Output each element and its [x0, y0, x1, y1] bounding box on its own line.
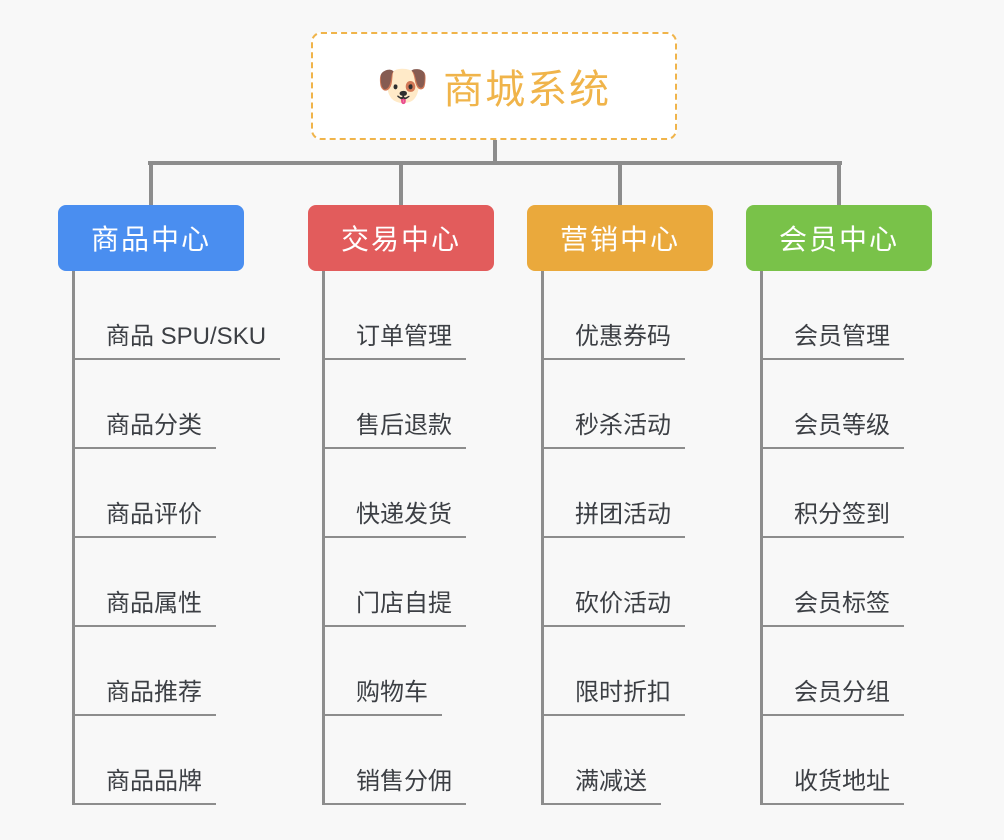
list-item-label: 商品属性 — [74, 592, 216, 627]
category-box-2[interactable]: 营销中心 — [527, 205, 713, 271]
list-item-label: 售后退款 — [324, 414, 466, 449]
list-item-label: 门店自提 — [324, 592, 466, 627]
column-spine-1 — [322, 271, 325, 805]
list-item[interactable]: 商品属性 — [72, 538, 318, 627]
list-item[interactable]: 商品评价 — [72, 449, 318, 538]
category-label: 营销中心 — [559, 224, 680, 255]
category-box-3[interactable]: 会员中心 — [746, 205, 932, 271]
item-column-1: 订单管理售后退款快递发货门店自提购物车销售分佣 — [322, 271, 568, 805]
connector-drop-1 — [399, 161, 403, 205]
connector-drop-3 — [837, 161, 841, 205]
list-item[interactable]: 秒杀活动 — [541, 360, 787, 449]
list-item-label: 购物车 — [324, 681, 442, 716]
list-item-label: 满减送 — [543, 770, 661, 805]
list-item[interactable]: 购物车 — [322, 627, 568, 716]
list-item[interactable]: 拼团活动 — [541, 449, 787, 538]
list-item[interactable]: 售后退款 — [322, 360, 568, 449]
column-spine-2 — [541, 271, 544, 805]
list-item[interactable]: 积分签到 — [760, 449, 1004, 538]
list-item[interactable]: 会员标签 — [760, 538, 1004, 627]
list-item[interactable]: 商品品牌 — [72, 716, 318, 805]
list-item-label: 快递发货 — [324, 503, 466, 538]
list-item-label: 秒杀活动 — [543, 414, 685, 449]
connector-root-stem — [493, 140, 497, 164]
list-item-label: 商品推荐 — [74, 681, 216, 716]
list-item[interactable]: 砍价活动 — [541, 538, 787, 627]
list-item-label: 会员标签 — [762, 592, 904, 627]
list-item[interactable]: 优惠券码 — [541, 271, 787, 360]
list-item[interactable]: 快递发货 — [322, 449, 568, 538]
list-item[interactable]: 会员等级 — [760, 360, 1004, 449]
list-item[interactable]: 满减送 — [541, 716, 787, 805]
list-item[interactable]: 收货地址 — [760, 716, 1004, 805]
connector-drop-2 — [618, 161, 622, 205]
list-item[interactable]: 商品推荐 — [72, 627, 318, 716]
dog-face-icon: 🐶 — [376, 62, 430, 109]
list-item-label: 商品分类 — [74, 414, 216, 449]
root-node-label: 商城系统 — [443, 68, 612, 112]
category-label: 会员中心 — [778, 224, 899, 255]
list-item-label: 积分签到 — [762, 503, 904, 538]
list-item-label: 商品品牌 — [74, 770, 216, 805]
list-item-label: 会员分组 — [762, 681, 904, 716]
list-item-label: 商品 SPU/SKU — [74, 325, 281, 360]
list-item-label: 限时折扣 — [543, 681, 685, 716]
category-label: 交易中心 — [340, 224, 461, 255]
list-item-label: 销售分佣 — [324, 770, 466, 805]
list-item[interactable]: 商品 SPU/SKU — [72, 271, 318, 360]
connector-drop-0 — [149, 161, 153, 205]
list-item-label: 优惠券码 — [543, 325, 685, 360]
column-spine-3 — [760, 271, 763, 805]
list-item-label: 收货地址 — [762, 770, 904, 805]
list-item[interactable]: 商品分类 — [72, 360, 318, 449]
item-column-2: 优惠券码秒杀活动拼团活动砍价活动限时折扣满减送 — [541, 271, 787, 805]
connector-horizontal-bus — [148, 161, 842, 165]
list-item[interactable]: 限时折扣 — [541, 627, 787, 716]
list-item-label: 砍价活动 — [543, 592, 685, 627]
list-item-label: 拼团活动 — [543, 503, 685, 538]
list-item[interactable]: 会员分组 — [760, 627, 1004, 716]
list-item-label: 订单管理 — [324, 325, 466, 360]
item-column-3: 会员管理会员等级积分签到会员标签会员分组收货地址 — [760, 271, 1004, 805]
list-item-label: 会员管理 — [762, 325, 904, 360]
root-node-mall-system[interactable]: 🐶 商城系统 — [311, 32, 677, 140]
category-box-0[interactable]: 商品中心 — [58, 205, 244, 271]
list-item[interactable]: 订单管理 — [322, 271, 568, 360]
list-item[interactable]: 门店自提 — [322, 538, 568, 627]
list-item-label: 商品评价 — [74, 503, 216, 538]
list-item[interactable]: 销售分佣 — [322, 716, 568, 805]
category-box-1[interactable]: 交易中心 — [308, 205, 494, 271]
list-item-label: 会员等级 — [762, 414, 904, 449]
column-spine-0 — [72, 271, 75, 805]
list-item[interactable]: 会员管理 — [760, 271, 1004, 360]
item-column-0: 商品 SPU/SKU 商品分类商品评价商品属性商品推荐商品品牌 — [72, 271, 318, 805]
category-label: 商品中心 — [90, 224, 211, 255]
